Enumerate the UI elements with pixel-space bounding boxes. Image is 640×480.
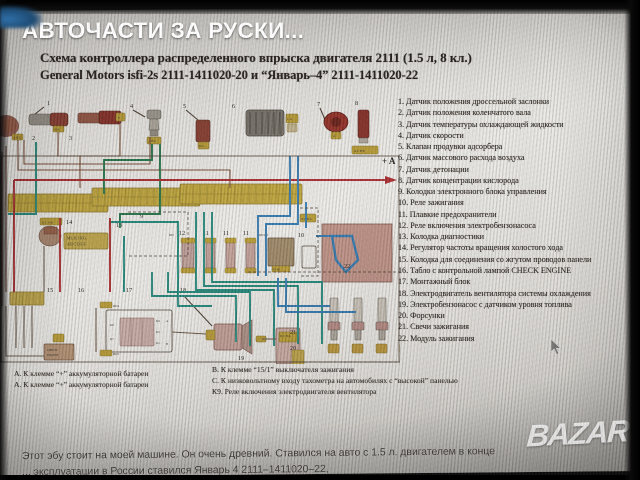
svg-text:A: A (333, 134, 336, 138)
footnote-b: В. К клемме “15/1” выключателя зажигания (212, 365, 354, 374)
svg-text:A: A (118, 116, 121, 120)
svg-text:18: 18 (180, 287, 186, 294)
svg-text:A B C: A B C (13, 135, 21, 139)
svg-text:M L K J H G: M L K J H G (67, 236, 86, 240)
document-title: Схема контроллера распределенного впрыск… (40, 50, 560, 83)
legend-item-13: 13. Колодка диагностики (398, 232, 484, 242)
wiring-schematic-diagram: .w { fill:none; stroke-width:1.1; } .wt … (0, 100, 400, 364)
svg-text:20: 20 (290, 345, 296, 352)
svg-text:B A: B A (55, 127, 61, 131)
svg-text:K5: K5 (156, 330, 160, 334)
legend-item-10: 10. Реле зажигания (398, 198, 464, 208)
svg-text:B: B (166, 342, 168, 346)
svg-text:87 86: 87 86 (273, 268, 280, 272)
svg-text:K6: K6 (110, 323, 114, 327)
legend-item-20: 20. Форсунки (398, 311, 445, 321)
screen-bezel-bottom (0, 475, 640, 480)
footnotes-right: В. К клемме “15/1” выключателя зажигания… (212, 364, 458, 397)
screen-bezel-left (0, 0, 9, 480)
svg-text:4: 4 (130, 103, 133, 110)
svg-text:Ш15: Ш15 (113, 352, 120, 356)
svg-text:14: 14 (66, 219, 72, 226)
svg-text:B A: B A (199, 144, 205, 148)
legend-item-11: 11. Плавкие предохранители (398, 209, 497, 219)
svg-text:K9: K9 (156, 319, 160, 323)
svg-text:21: 21 (290, 329, 296, 336)
svg-text:D C A B: D C A B (42, 220, 53, 224)
svg-text:A: A (166, 319, 169, 323)
legend-item-22: 22. Модуль зажигания (398, 333, 475, 343)
document-title-line2: General Motors isfi-2s 2111-1411020-20 и… (40, 67, 419, 82)
legend-item-19: 19. Электробензонасос с датчиком уровня … (398, 299, 572, 309)
footnotes-left: А. К клемме “+” аккумуляторной батареи А… (14, 368, 148, 390)
svg-text:11: 11 (243, 230, 249, 237)
legend-item-21: 21. Свечи зажигания (398, 322, 470, 332)
svg-text:11: 11 (223, 230, 229, 237)
legend-item-6: 6. Датчик массового расхода воздуха (398, 153, 525, 163)
legend-item-18: 18. Электродвигатель вентилятора системы… (398, 288, 591, 298)
svg-text:ENGINE: ENGINE (47, 353, 59, 357)
svg-text:A C B B: A C B B (354, 149, 365, 153)
svg-text:7: 7 (317, 101, 320, 108)
svg-text:K7: K7 (110, 337, 114, 341)
legend-list: 1. Датчик положения дроссельной заслонки… (398, 96, 638, 344)
svg-text:6: 6 (232, 103, 235, 110)
footnote-a1: А. К клемме “+” аккумуляторной батареи (14, 369, 149, 378)
legend-item-5: 5. Клапан продувки адсорбера (398, 142, 503, 152)
legend-item-4: 4. Датчик скорости (398, 130, 464, 140)
blue-glare-corner (0, 6, 42, 28)
svg-text:2: 2 (32, 135, 35, 142)
svg-text:Ш8 Ш5: Ш8 Ш5 (258, 233, 269, 237)
legend-item-12: 12. Реле включения электробензонасоса (398, 220, 536, 230)
svg-text:19: 19 (238, 355, 244, 362)
svg-text:10: 10 (298, 232, 304, 239)
svg-text:9: 9 (140, 213, 143, 220)
legend-item-8: 8. Датчик концентрации кислорода (398, 175, 519, 185)
mouse-pointer-icon (551, 339, 562, 356)
screen-bezel-top (0, 0, 640, 14)
svg-text:5: 5 (183, 103, 186, 110)
legend-item-14: 14. Регулятор частоты вращения холостого… (398, 243, 563, 253)
legend-item-9: 9. Колодки электронного блока управления (398, 187, 547, 197)
svg-text:A B C: A B C (149, 139, 157, 143)
bazar-watermark: BAZAR (525, 413, 630, 454)
overlay-banner-text: АВТОЧАСТИ ЗА РУСКИ... (22, 18, 305, 43)
svg-text:15: 15 (47, 287, 53, 294)
svg-text:8: 8 (355, 100, 358, 107)
svg-text:D C B A: D C B A (280, 334, 292, 338)
svg-text:ШЗ: ШЗ (169, 233, 174, 237)
svg-text:3: 3 (69, 135, 72, 142)
footnote-c: С. К низковольтному входу тахометра на а… (212, 376, 458, 385)
svg-text:22: 22 (344, 263, 350, 270)
screen-bezel-right (624, 0, 640, 480)
plus-a-arrow-label: + A (382, 156, 396, 166)
footnote-k9: К9. Реле включения электродвигателя вент… (212, 387, 377, 396)
legend-item-17: 17. Монтажный блок (398, 277, 471, 287)
legend-item-2: 2. Датчик положения коленчатого вала (398, 108, 531, 118)
legend-item-15: 15. Колодка для соединения со жгутом про… (398, 254, 592, 264)
svg-text:C A: C A (287, 117, 293, 121)
svg-text:1: 1 (47, 100, 50, 107)
svg-text:K1: K1 (156, 341, 160, 345)
svg-text:12: 12 (179, 230, 185, 237)
svg-text:A B C D E F: A B C D E F (67, 243, 85, 247)
svg-text:16: 16 (78, 287, 84, 294)
legend-item-16: 16. Табло с контрольной лампой CHECK ENG… (398, 265, 572, 275)
legend-item-1: 1. Датчик положения дроссельной заслонки (398, 97, 550, 106)
svg-text:11: 11 (203, 230, 209, 237)
svg-text:Ш16: Ш16 (113, 304, 120, 308)
footnote-a2: А. К клемме “+” аккумуляторной батареи (14, 380, 149, 389)
legend-item-7: 7. Датчик детонации (398, 164, 469, 174)
legend-item-3: 3. Датчик температуры охлаждающей жидкос… (398, 119, 564, 129)
svg-text:17: 17 (126, 287, 132, 294)
svg-text:CHECK: CHECK (47, 348, 58, 352)
document-title-line1: Схема контроллера распределенного впрыск… (40, 50, 472, 65)
